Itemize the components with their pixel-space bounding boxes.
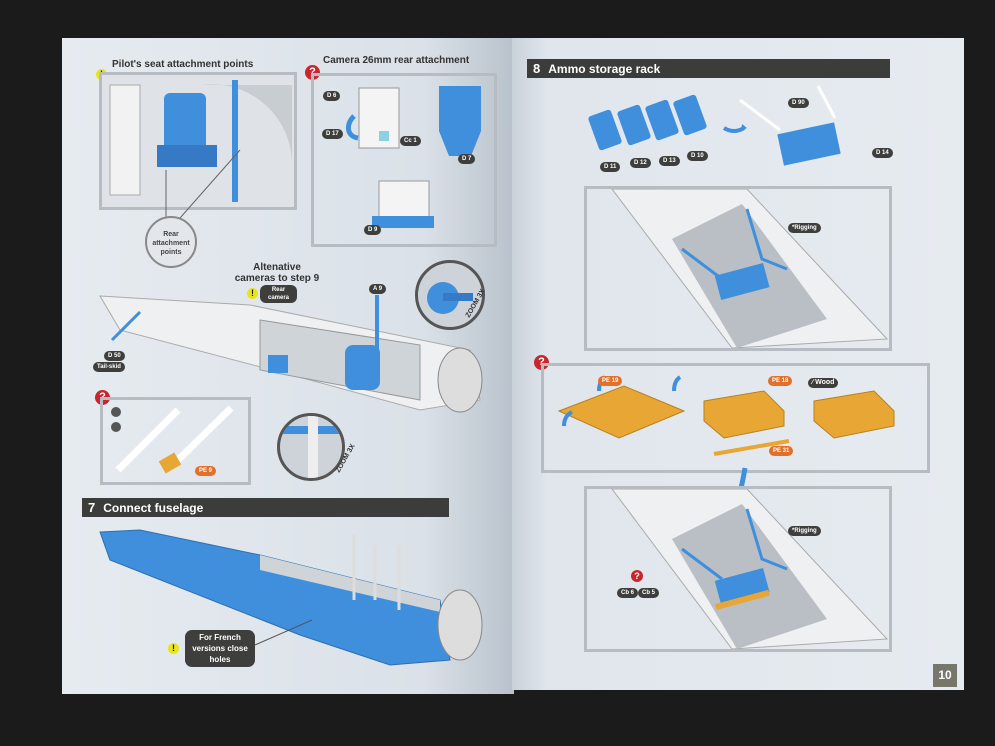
step-title: Connect fuselage	[103, 501, 204, 515]
question-icon: ?	[631, 570, 643, 582]
part-label-d90: D 90	[788, 98, 809, 108]
part-label-cb6: Cb 6	[617, 588, 639, 598]
rigging-label: *Rigging	[788, 223, 821, 233]
part-label-d7: D 7	[458, 154, 476, 164]
step-title: Ammo storage rack	[548, 62, 661, 76]
part-label-a9: A 9	[369, 284, 387, 294]
warning-icon: !	[168, 643, 179, 654]
step-8-header: 8 Ammo storage rack	[527, 59, 890, 78]
rigging-label: *Rigging	[788, 526, 821, 536]
step-7-header: 7 Connect fuselage	[82, 498, 449, 517]
alt-cameras-title: Altenative cameras to step 9	[234, 262, 320, 284]
part-label-pe31: PE 31	[769, 446, 794, 456]
french-versions-note: For French versions close holes	[185, 630, 255, 667]
part-label-pe9: PE 9	[195, 466, 217, 476]
zoom-detail-circle	[277, 413, 345, 481]
part-label-d17: D 17	[322, 129, 343, 139]
step-number: 8	[533, 61, 541, 76]
part-label-d9: D 9	[364, 225, 382, 235]
zoom-detail-circle	[415, 260, 485, 330]
camera-illustration	[311, 73, 497, 247]
page-number: 10	[933, 664, 957, 687]
part-label-cb5: Cb 5	[638, 588, 660, 598]
rack-install-illustration	[584, 186, 892, 351]
question-icon: ?	[534, 355, 549, 370]
part-label-d12: D 12	[630, 158, 651, 168]
part-label-d13: D 13	[659, 156, 680, 166]
seat-title: Pilot's seat attachment points	[112, 59, 254, 70]
part-label-d10: D 10	[687, 151, 708, 161]
part-label-d14: D 14	[872, 148, 893, 158]
question-icon: ?	[305, 65, 320, 80]
rear-camera-label: Rear camera	[260, 285, 297, 303]
tail-skid-illustration	[100, 397, 251, 485]
warning-icon: !	[247, 288, 258, 299]
etch-rack-illustration	[541, 363, 930, 473]
part-label-d50: D 50	[104, 351, 125, 361]
part-label-pe18: PE 18	[768, 376, 793, 386]
camera-title: Camera 26mm rear attachment	[323, 55, 470, 66]
tail-skid-label: Tail-skid	[93, 362, 125, 372]
part-label-d6: D 6	[323, 91, 341, 101]
rear-attachment-callout: Rear attachment points	[145, 216, 197, 268]
wood-text: Wood	[815, 379, 835, 386]
wood-label: ⁄ Wood	[808, 378, 839, 388]
part-label-cc1: Cc 1	[400, 136, 421, 146]
step-number: 7	[88, 500, 96, 515]
part-label-pe19: PE 19	[598, 376, 623, 386]
part-label-d11: D 11	[600, 162, 621, 172]
rack-final-illustration	[584, 486, 892, 652]
paint-brush-icon: ⁄	[812, 379, 816, 386]
